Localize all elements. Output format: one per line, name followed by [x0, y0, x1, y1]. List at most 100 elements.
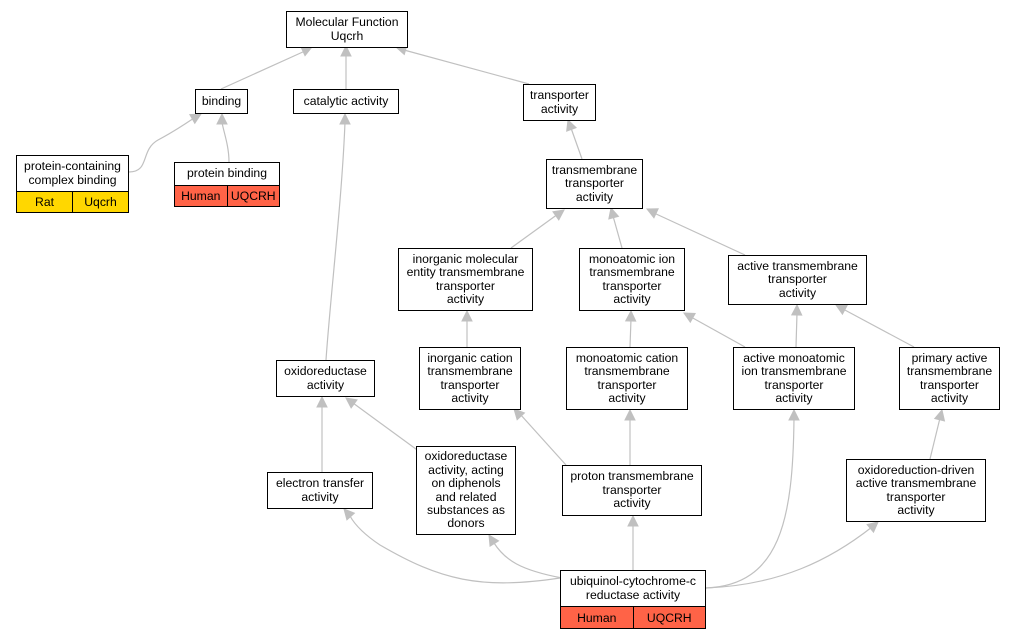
- node-label-line: activity: [451, 390, 489, 405]
- node-label-line: transporter: [764, 377, 824, 392]
- node-label-line: activity: [301, 489, 339, 504]
- node-proton-transmembrane-transporter-activity[interactable]: proton transmembrane transporter activit…: [562, 465, 702, 516]
- node-label-line: transporter: [920, 377, 979, 392]
- node-label-line: catalytic activity: [303, 93, 389, 108]
- node-label-line: ubiquinol-cytochrome-c: [570, 574, 696, 589]
- node-protein-binding[interactable]: protein binding: [174, 162, 280, 186]
- node-label-line: transporter: [565, 176, 624, 191]
- node-inorganic-cation-transmembrane-transporter-activity[interactable]: inorganic cation transmembrane transport…: [419, 347, 521, 410]
- arrowhead-icon: [216, 112, 228, 125]
- edge-line: [690, 316, 746, 348]
- node-binding[interactable]: binding: [195, 89, 248, 114]
- arrowhead-icon: [933, 408, 946, 422]
- arrowhead-icon: [608, 206, 620, 220]
- edge-proton-to-monocation: [624, 408, 636, 465]
- arrowhead-icon: [345, 397, 358, 409]
- node-label-line: activity: [613, 496, 651, 511]
- node-transporter-activity[interactable]: transporter activity: [523, 84, 596, 121]
- annotation-row-ubiquinol: Human UQCRH: [560, 606, 706, 629]
- edge-diphenols-to-oxidoreductase: [345, 397, 421, 453]
- arrowhead-icon: [683, 312, 696, 324]
- node-label-line: activity: [540, 101, 579, 116]
- node-label-line: Uqcrh: [330, 28, 364, 43]
- node-label-line: active transmembrane: [737, 258, 858, 273]
- node-label-line: binding: [201, 93, 242, 108]
- node-label-line: activity: [897, 502, 935, 517]
- edge-line: [403, 49, 530, 85]
- species-badge-human[interactable]: Human: [560, 606, 634, 629]
- edge-line: [352, 402, 421, 453]
- node-oxidoreduction-driven-active-transmembrane-transporter-activity[interactable]: oxidoreduction-driven active transmembra…: [846, 459, 986, 522]
- edge-ubiquinol-to-oxido-driven: [705, 521, 879, 589]
- arrowhead-icon: [461, 309, 473, 322]
- node-catalytic-activity[interactable]: catalytic activity: [293, 89, 399, 114]
- gene-badge[interactable]: UQCRH: [227, 185, 280, 207]
- node-label-line: transporter: [530, 88, 589, 103]
- node-label-line: on diphenols: [431, 476, 501, 491]
- node-transmembrane-transporter-activity[interactable]: transmembrane transporter activity: [546, 159, 643, 209]
- arrowhead-icon: [513, 408, 526, 421]
- arrowhead-icon: [624, 408, 636, 421]
- node-label-line: Molecular Function: [295, 15, 399, 30]
- node-primary-active-transmembrane-transporter-activity[interactable]: primary active transmembrane transporter…: [899, 347, 1000, 410]
- gene-badge[interactable]: Uqcrh: [73, 191, 129, 213]
- node-electron-transfer-activity[interactable]: electron transfer activity: [267, 472, 373, 509]
- species-badge-human[interactable]: Human: [174, 185, 228, 207]
- edge-line: [220, 50, 306, 90]
- node-inorganic-molecular-entity-transmembrane-transporter-activity[interactable]: inorganic molecular entity transmembrane…: [398, 248, 533, 311]
- edge-ubiquinol-to-proton: [627, 514, 639, 570]
- node-oxidoreductase-activity-acting-on-diphenols[interactable]: oxidoreductase activity, acting on diphe…: [416, 446, 516, 535]
- node-label-line: activity: [775, 390, 813, 405]
- node-oxidoreductase-activity[interactable]: oxidoreductase activity: [276, 360, 375, 397]
- node-label-line: substances as: [427, 502, 505, 517]
- node-label-line: electron transfer: [275, 476, 365, 491]
- edge-line: [705, 417, 795, 589]
- node-monoatomic-ion-transmembrane-transporter-activity[interactable]: monoatomic ion transmembrane transporter…: [579, 248, 685, 311]
- edge-monocation-to-monoion: [624, 309, 637, 348]
- edge-inorg-mol-to-tm: [510, 209, 565, 249]
- arrowhead-icon: [624, 309, 637, 322]
- node-label-line: activity: [446, 291, 485, 306]
- node-label-line: proton transmembrane: [570, 469, 694, 484]
- species-badge-rat[interactable]: Rat: [16, 191, 73, 213]
- node-molecular-function[interactable]: Molecular Function Uqcrh: [286, 11, 408, 48]
- node-protein-containing-complex-binding[interactable]: protein-containing complex binding: [16, 155, 129, 192]
- arrowhead-icon: [488, 534, 500, 547]
- arrowhead-icon: [300, 46, 314, 57]
- annotation-row-protein-binding: Human UQCRH: [174, 185, 280, 207]
- node-active-transmembrane-transporter-activity[interactable]: active transmembrane transporter activit…: [728, 255, 867, 305]
- node-label-line: entity transmembrane: [406, 265, 525, 280]
- edge-oxido-driven-to-primary-active: [929, 408, 946, 460]
- arrowhead-icon: [866, 521, 879, 534]
- node-label-line: activity, acting: [428, 462, 504, 477]
- node-label-line: transporter: [886, 489, 946, 504]
- edge-line: [519, 413, 567, 466]
- arrowhead-icon: [835, 304, 848, 316]
- edge-oxidoreductase-to-catalytic: [325, 112, 351, 361]
- node-label-line: monoatomic cation: [575, 350, 679, 365]
- node-ubiquinol-cytochrome-c-reductase-activity[interactable]: ubiquinol-cytochrome-c reductase activit…: [560, 570, 706, 607]
- edge-line: [570, 127, 583, 160]
- node-label-line: protein-containing: [24, 159, 121, 174]
- node-label-line: activity: [778, 285, 817, 300]
- edge-monoion-to-tm: [608, 206, 623, 249]
- gene-badge[interactable]: UQCRH: [633, 606, 706, 629]
- node-label-line: protein binding: [187, 166, 267, 181]
- node-label-line: transporter: [602, 482, 662, 497]
- node-label-line: activity: [613, 291, 651, 306]
- arrowhead-icon: [316, 395, 328, 408]
- node-monoatomic-cation-transmembrane-transporter-activity[interactable]: monoatomic cation transmembrane transpor…: [566, 347, 688, 410]
- node-label-line: activity: [930, 390, 969, 405]
- node-label-line: transporter: [440, 377, 500, 392]
- arrowhead-icon: [343, 508, 356, 521]
- edge-protein-binding-to-binding: [216, 112, 230, 163]
- node-label-line: oxidoreductase: [284, 364, 367, 379]
- node-active-monoatomic-ion-transmembrane-transporter-activity[interactable]: active monoatomic ion transmembrane tran…: [733, 347, 855, 410]
- edge-line: [629, 318, 632, 348]
- node-label-line: activity: [608, 390, 646, 405]
- node-label-line: transmembrane: [551, 162, 638, 177]
- node-label-line: primary active: [911, 350, 988, 365]
- edge-proton-to-inorg-cation: [513, 408, 567, 466]
- node-label-line: transmembrane: [906, 364, 993, 379]
